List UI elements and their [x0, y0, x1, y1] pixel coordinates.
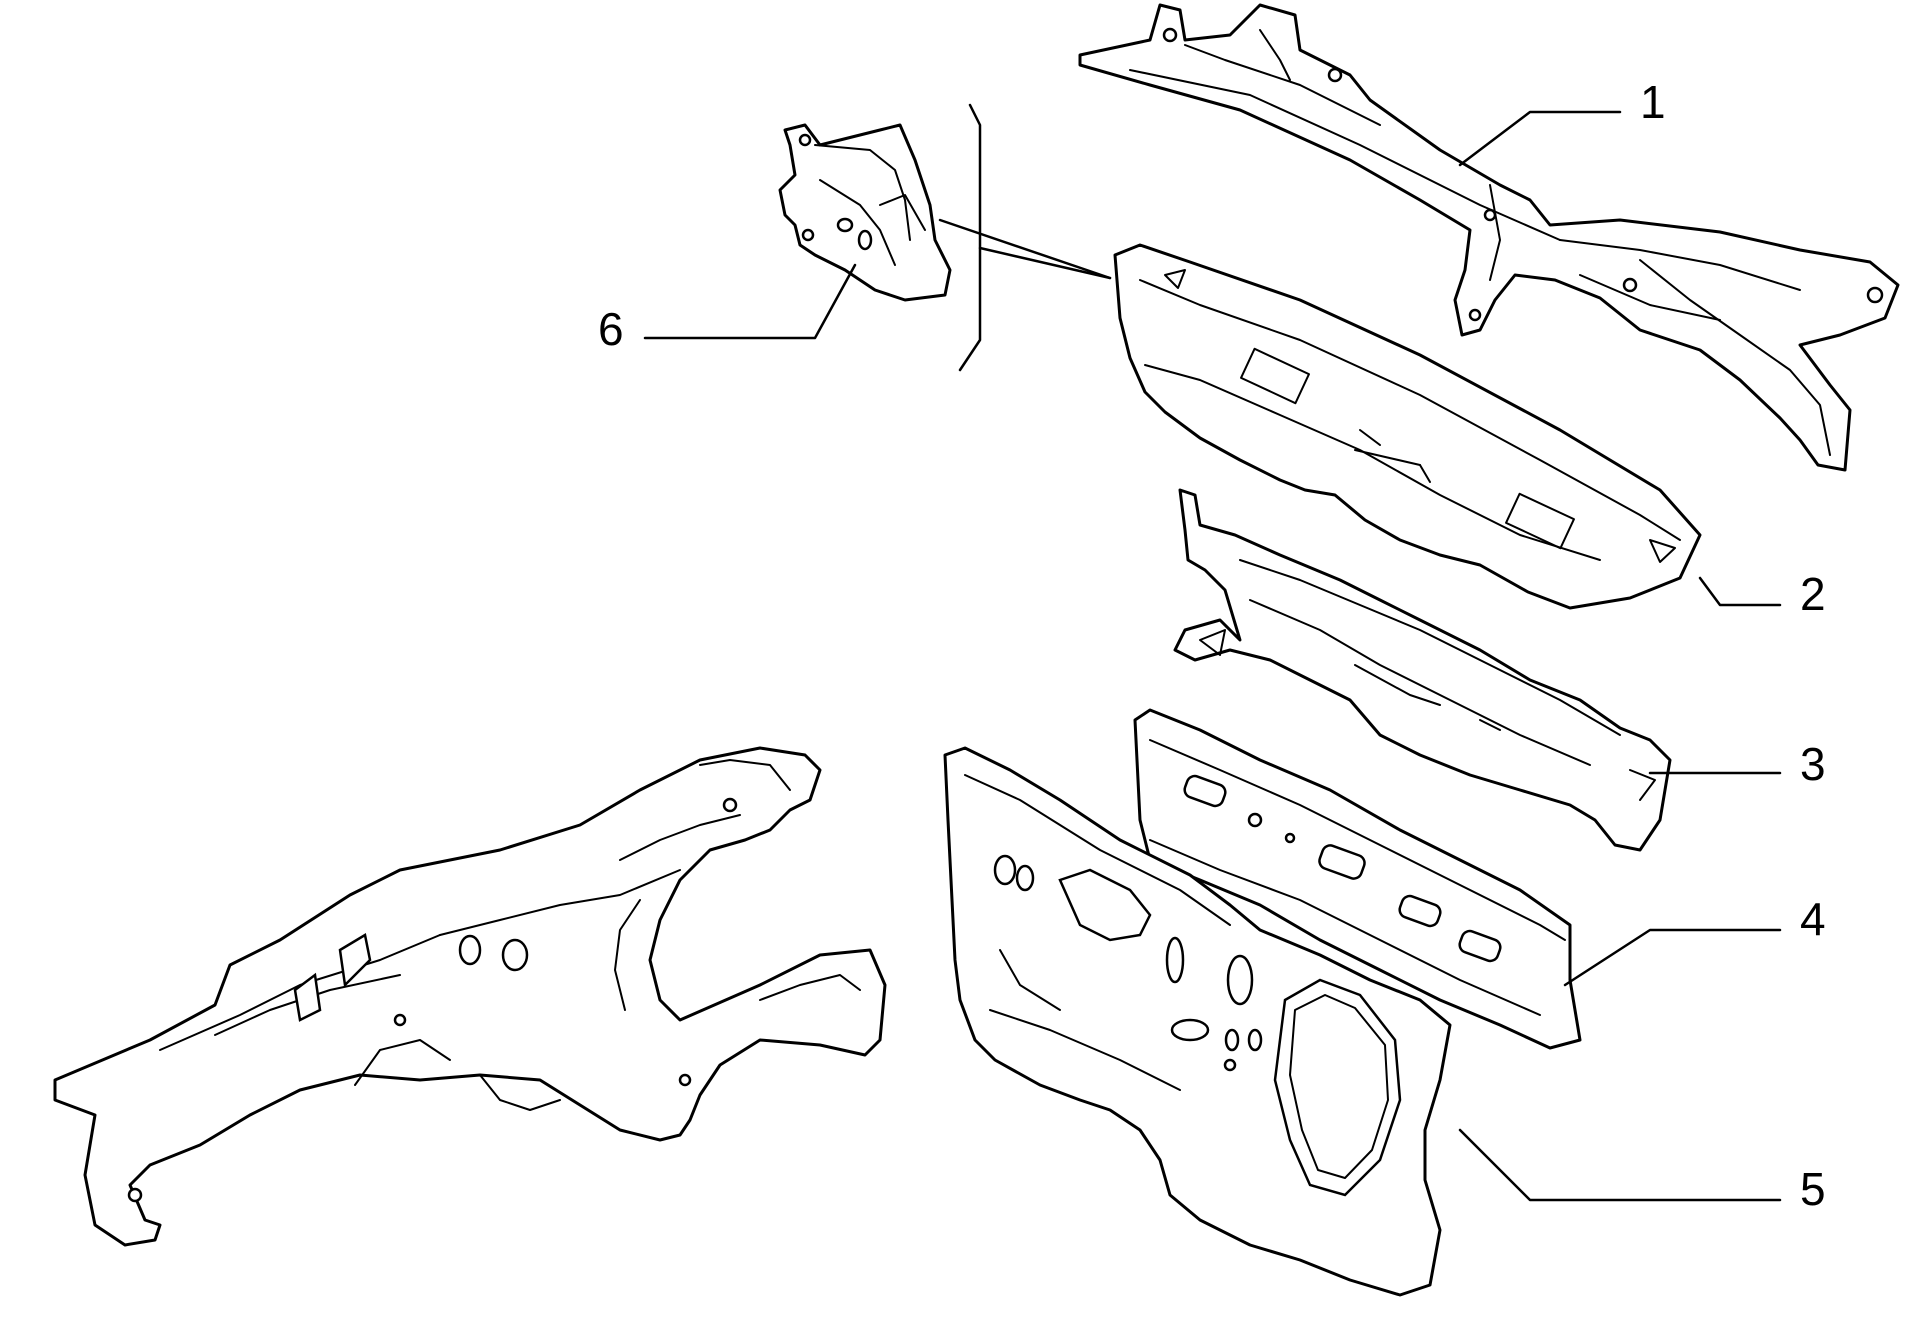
callout-4: 4	[1800, 893, 1826, 945]
leader-line-5	[1458, 1128, 1782, 1202]
callout-6: 6	[598, 303, 624, 355]
part-5-bulkhead-panel	[943, 746, 1452, 1297]
part-6-small-bracket	[778, 123, 952, 302]
part-4-lower-cross-beam	[1133, 708, 1582, 1050]
callout-2: 2	[1800, 568, 1826, 620]
leader-lines	[643, 110, 1782, 1202]
leader-line-2	[1698, 576, 1782, 607]
phantom-break-lines	[938, 103, 1112, 372]
callout-1: 1	[1640, 76, 1666, 128]
callouts: 1 2 3 4 5 6	[598, 76, 1826, 1215]
part-1-upper-cross-member	[1078, 3, 1900, 472]
part-2-dashboard-cross-panel	[1113, 243, 1702, 610]
front-side-member-assembly	[53, 746, 887, 1247]
callout-3: 3	[1800, 738, 1826, 790]
part-3-reinforcement-bracket	[1173, 488, 1672, 852]
callout-5: 5	[1800, 1163, 1826, 1215]
leader-line-4	[1563, 928, 1782, 987]
leader-line-6	[643, 263, 857, 340]
leader-line-1	[1458, 110, 1622, 167]
